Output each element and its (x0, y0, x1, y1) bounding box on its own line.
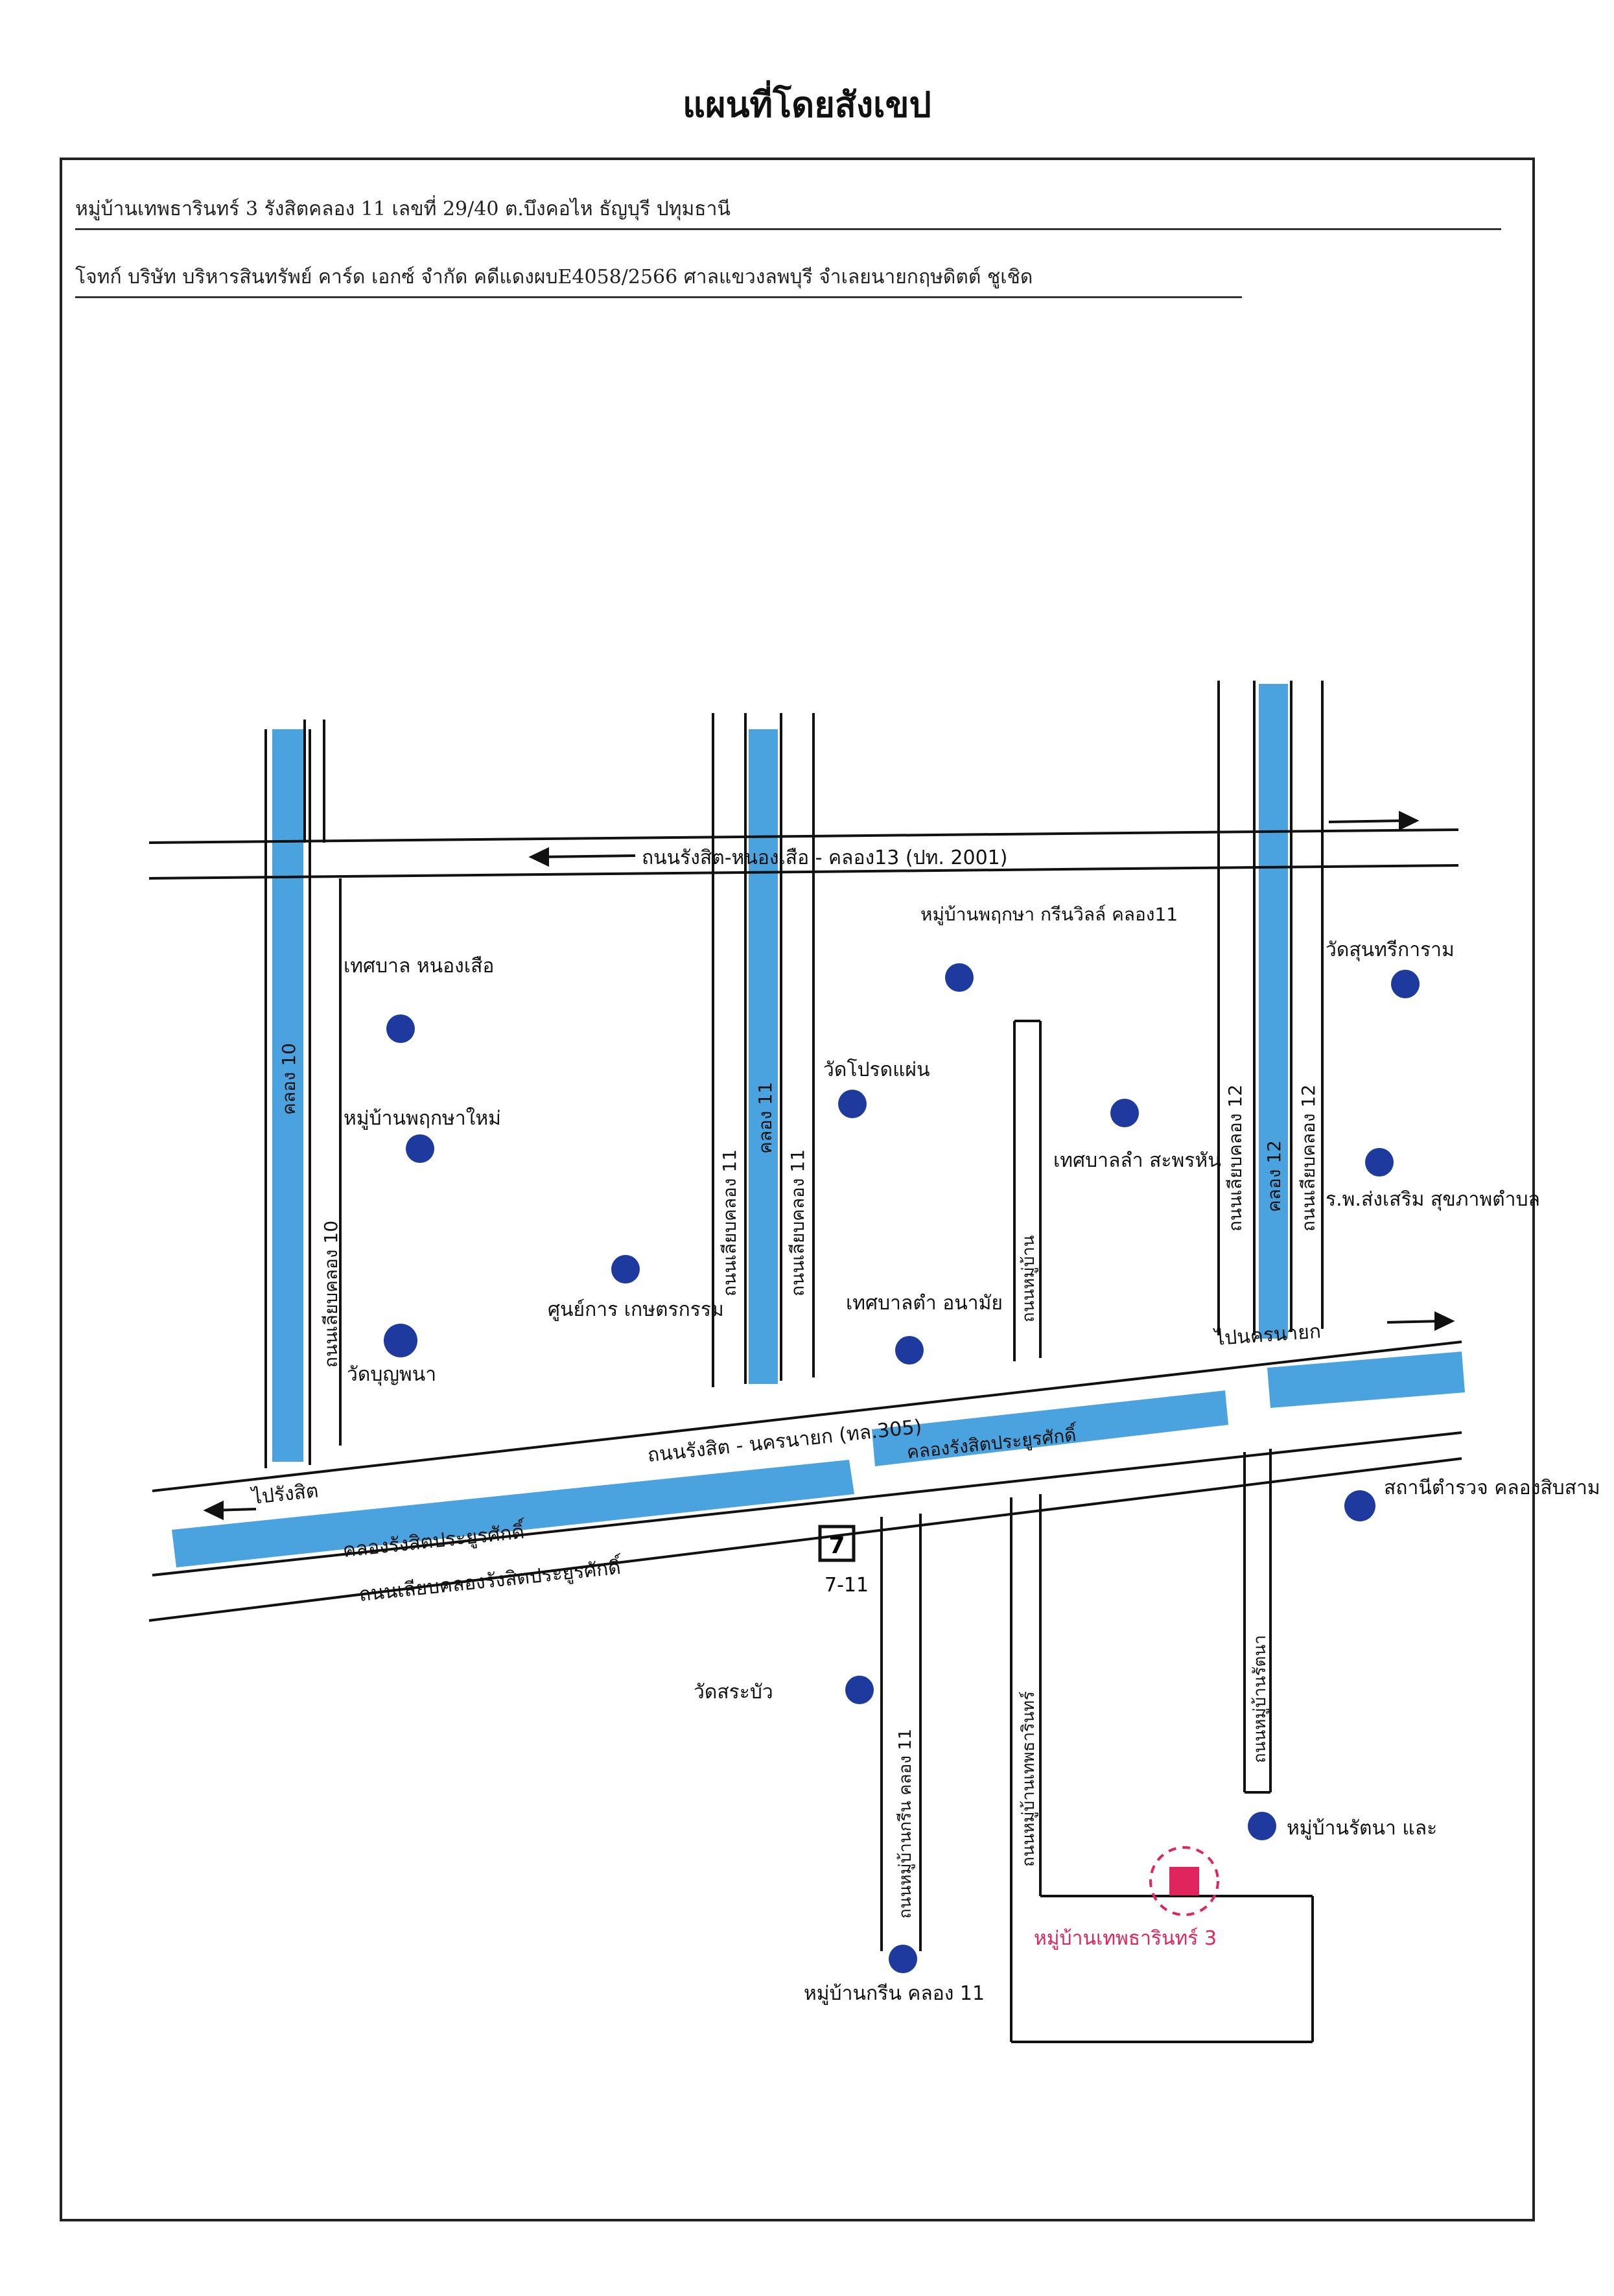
label-soi-10: คลอง 10 (278, 1043, 299, 1115)
direction-arrows (203, 810, 1455, 1521)
svg-text:สถานีตำรวจ คลองสิบสาม: สถานีตำรวจ คลองสิบสาม (1384, 1477, 1600, 1499)
svg-text:วัดบุญพนา: วัดบุญพนา (347, 1363, 436, 1387)
landmark-3: วัดบุญพนา (347, 1324, 436, 1387)
svg-text:เทศบาล หนองเสือ: เทศบาล หนองเสือ (344, 955, 494, 978)
landmark-1: เทศบาล หนองเสือ (344, 955, 494, 1043)
landmark-10: ร.พ.ส่งเสริม สุขภาพตำบล (1326, 1148, 1540, 1212)
label-top-road: ถนนรังสิต-หนองเสือ - คลอง13 (ปท. 2001) (642, 847, 1007, 869)
label-soi-10-road: ถนนเลียบคลอง 10 (320, 1221, 342, 1368)
canals (172, 684, 1465, 1567)
main-canal-west (172, 1460, 854, 1567)
svg-text:เทศบาลตำ อนามัย: เทศบาลตำ อนามัย (846, 1292, 1003, 1315)
seven-eleven-marker: 7 7-11 (818, 1525, 869, 1597)
frontage-road (148, 1457, 1462, 1622)
svg-text:หมู่บ้านพฤกษาใหม่: หมู่บ้านพฤกษาใหม่ (344, 1107, 501, 1130)
main-road-upper (152, 1341, 1462, 1492)
landmarks: เทศบาล หนองเสือ หมู่บ้านพฤกษาใหม่ วัดบุญ… (344, 904, 1600, 2005)
svg-text:วัดสระบัว: วัดสระบัว (694, 1681, 773, 1704)
label-frontage-road: ถนนเลียบคลองรังสิตประยูรศักดิ์ (358, 1552, 624, 1606)
landmark-9: วัดสุนทรีการาม (1326, 939, 1455, 998)
target-label: หมู่บ้านเทพธารินทร์ 3 (1034, 1927, 1217, 1950)
target-marker-icon (1169, 1867, 1199, 1895)
label-soi-11a-road: ถนนเลียบคลอง 11 (719, 1149, 740, 1296)
roads (148, 681, 1462, 2043)
svg-text:7: 7 (828, 1532, 845, 1559)
label-to-nakhon-nayok: ไปนครนายก (1213, 1320, 1322, 1350)
arrow-left-west (203, 1500, 224, 1521)
target-location: หมู่บ้านเทพธารินทร์ 3 (1034, 1846, 1219, 1950)
target-circle (1149, 1846, 1219, 1916)
top-road-line-1 (148, 828, 1459, 844)
map-frame: หมู่บ้านเทพธารินทร์ 3 รังสิตคลอง 11 เลขท… (60, 158, 1535, 2221)
landmark-13: หมู่บ้านรัตนา และ (1248, 1812, 1437, 1840)
label-soi-south-c: ถนนหมู่บ้านรัตนา (1250, 1635, 1270, 1763)
svg-text:7-11: 7-11 (825, 1574, 869, 1597)
label-inner-soi: ถนนหมู่บ้าน (1019, 1235, 1038, 1322)
label-soi-11b-road: ถนนเลียบคลอง 11 (787, 1149, 808, 1296)
label-soi-12b-road: ถนนเลียบคลอง 12 (1298, 1084, 1319, 1232)
svg-text:หมู่บ้านกรีน คลอง 11: หมู่บ้านกรีน คลอง 11 (804, 1982, 985, 2005)
landmark-7: เทศบาลลำ สะพรหัน (1053, 1099, 1221, 1172)
landmark-4: ศูนย์การ เกษตรกรรม (548, 1255, 724, 1321)
landmark-5: หมู่บ้านพฤกษา กรีนวิลล์ คลอง11 (920, 904, 1178, 992)
canal-12 (1259, 684, 1288, 1339)
svg-text:หมู่บ้านพฤกษา กรีนวิลล์ คลอง11: หมู่บ้านพฤกษา กรีนวิลล์ คลอง11 (920, 904, 1178, 926)
arrow-left-top (528, 847, 549, 867)
label-soi-south-a: ถนนหมู่บ้านกรีน คลอง 11 (896, 1729, 915, 1919)
svg-text:ร.พ.ส่งเสริม สุขภาพตำบล: ร.พ.ส่งเสริม สุขภาพตำบล (1326, 1188, 1540, 1212)
main-canal-center (872, 1390, 1228, 1466)
svg-text:วัดสุนทรีการาม: วัดสุนทรีการาม (1326, 939, 1455, 962)
top-road-line-2 (148, 864, 1459, 880)
svg-text:ศูนย์การ เกษตรกรรม: ศูนย์การ เกษตรกรรม (548, 1298, 724, 1321)
landmark-8: เทศบาลตำ อนามัย (846, 1292, 1003, 1365)
case-line: โจทก์ บริษัท บริหารสินทรัพย์ คาร์ด เอกซ์… (75, 262, 1242, 298)
label-soi-12-road: ถนนเลียบคลอง 12 (1224, 1084, 1246, 1232)
canal-10 (272, 729, 303, 1462)
landmark-12: วัดสระบัว (694, 1676, 874, 1704)
canal-11 (749, 729, 778, 1384)
landmark-11: สถานีตำรวจ คลองสิบสาม (1344, 1477, 1600, 1521)
landmark-2: หมู่บ้านพฤกษาใหม่ (344, 1107, 501, 1163)
landmark-6: วัดโปรดแผ่น (823, 1058, 930, 1118)
landmark-14: หมู่บ้านกรีน คลอง 11 (804, 1945, 985, 2005)
svg-text:เทศบาลลำ สะพรหัน: เทศบาลลำ สะพรหัน (1053, 1149, 1221, 1172)
arrow-right-top (1399, 810, 1420, 831)
seven-eleven-icon (818, 1525, 856, 1562)
main-canal-east (1267, 1352, 1465, 1408)
svg-text:วัดโปรดแผ่น: วัดโปรดแผ่น (823, 1058, 930, 1081)
svg-text:หมู่บ้านรัตนา และ: หมู่บ้านรัตนา และ (1287, 1817, 1437, 1840)
page-title: แผนที่โดยสังเขป (683, 84, 931, 125)
label-soi-12: คลอง 12 (1263, 1140, 1285, 1212)
address-line: หมู่บ้านเทพธารินทร์ 3 รังสิตคลอง 11 เลขท… (75, 194, 1501, 230)
arrow-right-east (1434, 1311, 1455, 1331)
label-soi-11a: คลอง 11 (754, 1082, 776, 1154)
label-soi-south-b: ถนนหมู่บ้านเทพธารินทร์ (1019, 1691, 1038, 1867)
label-to-rangsit: ไปรังสิต (250, 1479, 320, 1509)
